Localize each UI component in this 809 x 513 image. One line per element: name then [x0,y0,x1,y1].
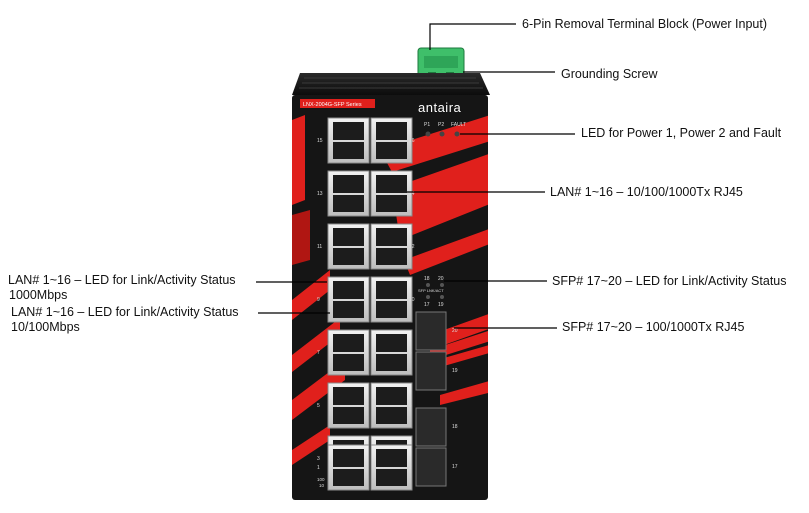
sfp-led [440,295,444,299]
callout-sfp-leds: SFP# 17~20 – LED for Link/Activity Statu… [552,274,787,288]
sfp-led [426,295,430,299]
sfp-port-label: 20 [452,328,458,334]
callout-lan-led-100-line2: 10/100Mbps [11,320,80,334]
rj45-port-number: 6 [409,403,412,409]
rj45-port [370,276,413,323]
rj45-port [327,170,370,217]
sfp-port-18 [415,407,447,447]
rj45-port [370,444,413,491]
rj45-port-number: 3 [317,456,320,462]
sfp-port-label: 18 [452,424,458,430]
rj45-port-number: 9 [317,297,320,303]
rj45-port [327,223,370,270]
sfp-led-group: 18 20 SFP LNK/ACT 17 19 [418,276,444,308]
rj45-port [370,329,413,376]
power-led-group: P1 P2 FAULT [424,122,466,137]
sfp-led-caption: SFP LNK/ACT [418,288,444,293]
sfp-led-label-17: 17 [424,302,430,308]
sfp-port-19 [415,351,447,391]
speed-label-100: 100 [317,477,325,482]
callout-grounding-screw: Grounding Screw [561,67,658,81]
led-fault [454,131,460,137]
sfp-port-label: 19 [452,368,458,374]
sfp-led-label-18: 18 [424,276,430,282]
rj45-port [327,382,370,429]
sfp-led-label-19: 19 [438,302,444,308]
led-label-fault: FAULT [451,122,466,128]
callout-lan-led-1000-line1: LAN# 1~16 – LED for Link/Activity Status [8,273,236,287]
rj45-port-number: 8 [409,350,412,356]
callout-sfp-ports: SFP# 17~20 – 100/1000Tx RJ45 [562,320,745,334]
leader-lines [256,23,575,329]
sfp-port-label: 17 [452,464,458,470]
sfp-port-20 [415,311,447,351]
leader-line-terminal-block [429,23,516,50]
rj45-port-number: 2 [409,465,412,471]
brand-logo: antaira [418,100,462,115]
rj45-port-number: 10 [409,297,415,303]
rj45-port-number: 12 [409,244,415,250]
rj45-port [327,276,370,323]
sfp-ports: 20 19 18 17 [415,311,458,487]
rj45-port-number: 5 [317,403,320,409]
rj45-port-number: 14 [409,191,415,197]
callout-power-leds: LED for Power 1, Power 2 and Fault [581,126,782,140]
sfp-led-label-20: 20 [438,276,444,282]
rj45-port-number: 16 [409,138,415,144]
rj45-port-number: 7 [317,350,320,356]
rj45-port-number: 15 [317,138,323,144]
sfp-led [440,283,444,287]
led-label-p2: P2 [438,122,444,128]
device-top [292,73,490,95]
speed-label-10: 10 [319,483,325,488]
rj45-port [370,170,413,217]
rj45-port [370,223,413,270]
sfp-led [426,283,430,287]
rj45-port-number: 11 [317,244,322,250]
rj45-port [327,117,370,164]
callout-lan-led-100-line1: LAN# 1~16 – LED for Link/Activity Status [11,305,239,319]
callout-terminal-block: 6-Pin Removal Terminal Block (Power Inpu… [522,17,768,31]
led-p1 [425,131,431,137]
led-p2 [439,131,445,137]
sfp-port-17 [415,447,447,487]
rj45-port-grid: 15161314111291078563412 [317,117,415,491]
rj45-port-number: 13 [317,191,323,197]
rj45-port [327,329,370,376]
rj45-port [327,444,370,491]
rj45-port [370,382,413,429]
model-label: LNX-2004G-SFP Series [303,102,362,108]
callout-lan-led-1000-line2: 1000Mbps [9,288,68,302]
rj45-port [370,117,413,164]
rj45-port-number: 1 [317,465,320,471]
led-label-p1: P1 [424,122,430,128]
callout-lan-rj45: LAN# 1~16 – 10/100/1000Tx RJ45 [550,185,743,199]
